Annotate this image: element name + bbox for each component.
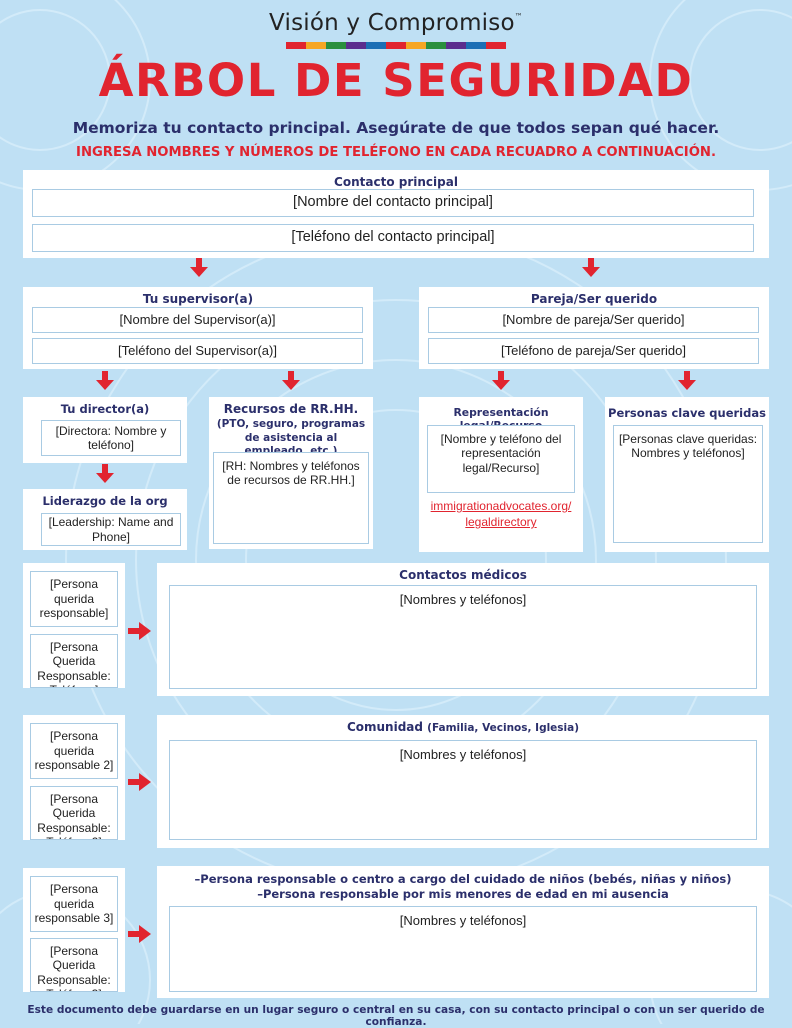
panel-childcare: –Persona responsable o centro a cargo de… bbox=[157, 866, 769, 998]
partner-name-field[interactable]: [Nombre de pareja/Ser querido] bbox=[428, 307, 759, 333]
arrow-down-icon bbox=[678, 371, 696, 390]
panel-leadership: Liderazgo de la org [Leadership: Name an… bbox=[23, 489, 187, 550]
panel-title: Recursos de RR.HH. bbox=[223, 402, 359, 416]
brand-color-segment bbox=[446, 42, 466, 49]
key-people-field[interactable]: [Personas clave queridas: Nombres y telé… bbox=[613, 425, 763, 543]
panel-legal: Representación legal/Recurso [Nombre y t… bbox=[419, 397, 583, 552]
page-subtitle: Memoriza tu contacto principal. Asegúrat… bbox=[72, 119, 720, 137]
community-field[interactable]: [Nombres y teléfonos] bbox=[169, 740, 757, 840]
supervisor-phone-field[interactable]: [Teléfono del Supervisor(a)] bbox=[32, 338, 363, 364]
panel-childcare-persons: [Persona querida responsable 3] [Persona… bbox=[23, 868, 125, 992]
director-field[interactable]: [Directora: Nombre y teléfono] bbox=[41, 420, 181, 456]
brand-color-segment bbox=[386, 42, 406, 49]
brand-color-segment bbox=[326, 42, 346, 49]
page-instruction: INGRESA NOMBRES Y NÚMEROS DE TELÉFONO EN… bbox=[76, 145, 716, 160]
childcare-person-field[interactable]: [Persona querida responsable 3] bbox=[30, 876, 118, 932]
arrow-down-icon bbox=[492, 371, 510, 390]
principal-phone-field[interactable]: [Teléfono del contacto principal] bbox=[32, 224, 754, 252]
panel-community: Comunidad (Familia, Vecinos, Iglesia) [N… bbox=[157, 715, 769, 848]
page-title: ÁRBOL DE SEGURIDAD bbox=[98, 54, 694, 107]
panel-medical-persons: [Persona querida responsable] [Persona Q… bbox=[23, 563, 125, 688]
brand-color-segment bbox=[406, 42, 426, 49]
panel-title: Liderazgo de la org bbox=[42, 494, 168, 508]
brand-color-segment bbox=[286, 42, 306, 49]
panel-director: Tu director(a) [Directora: Nombre y telé… bbox=[23, 397, 187, 463]
panel-supervisor: Tu supervisor(a) [Nombre del Supervisor(… bbox=[23, 287, 373, 369]
supervisor-name-field[interactable]: [Nombre del Supervisor(a)] bbox=[32, 307, 363, 333]
panel-title: Pareja/Ser querido bbox=[530, 292, 658, 306]
arrow-down-icon bbox=[96, 371, 114, 390]
brand-color-bar bbox=[286, 42, 506, 49]
medical-person-field[interactable]: [Persona querida responsable] bbox=[30, 571, 118, 627]
arrow-right-icon bbox=[128, 773, 151, 791]
hr-field[interactable]: [RH: Nombres y teléfonos de recursos de … bbox=[213, 452, 369, 544]
arrow-right-icon bbox=[128, 925, 151, 943]
childcare-title-line2: –Persona responsable por mis menores de … bbox=[257, 887, 669, 901]
arrow-down-icon bbox=[190, 258, 208, 277]
medical-field[interactable]: [Nombres y teléfonos] bbox=[169, 585, 757, 689]
panel-title: Contacto principal bbox=[334, 175, 458, 189]
brand-color-segment bbox=[426, 42, 446, 49]
panel-title: Tu supervisor(a) bbox=[142, 292, 254, 306]
panel-title: Comunidad (Familia, Vecinos, Iglesia) bbox=[346, 720, 580, 734]
panel-hr: Recursos de RR.HH. (PTO, seguro, program… bbox=[209, 397, 373, 549]
footer-note: Este documento debe guardarse en un luga… bbox=[27, 1004, 765, 1028]
principal-name-field[interactable]: [Nombre del contacto principal] bbox=[32, 189, 754, 217]
panel-title: Contactos médicos bbox=[399, 568, 527, 582]
leadership-field[interactable]: [Leadership: Name and Phone] bbox=[41, 513, 181, 546]
arrow-right-icon bbox=[128, 622, 151, 640]
legal-directory-link[interactable]: immigrationadvocates.org/ legaldirectory bbox=[430, 499, 572, 530]
community-person-phone-field[interactable]: [Persona Querida Responsable: Teléfono2] bbox=[30, 786, 118, 840]
brand-color-segment bbox=[466, 42, 486, 49]
arrow-down-icon bbox=[96, 464, 114, 483]
panel-medical: Contactos médicos [Nombres y teléfonos] bbox=[157, 563, 769, 696]
arrow-down-icon bbox=[582, 258, 600, 277]
brand-logo: Visión y Compromiso™ bbox=[269, 10, 523, 36]
legal-field[interactable]: [Nombre y teléfono del representación le… bbox=[427, 425, 575, 493]
partner-phone-field[interactable]: [Teléfono de pareja/Ser querido] bbox=[428, 338, 759, 364]
brand-color-segment bbox=[346, 42, 366, 49]
arrow-down-icon bbox=[282, 371, 300, 390]
panel-partner: Pareja/Ser querido [Nombre de pareja/Ser… bbox=[419, 287, 769, 369]
panel-community-persons: [Persona querida responsable 2] [Persona… bbox=[23, 715, 125, 840]
panel-title: Tu director(a) bbox=[60, 402, 150, 416]
panel-principal: Contacto principal [Nombre del contacto … bbox=[23, 170, 769, 258]
childcare-field[interactable]: [Nombres y teléfonos] bbox=[169, 906, 757, 992]
childcare-title-line1: –Persona responsable o centro a cargo de… bbox=[194, 872, 732, 886]
brand-color-segment bbox=[306, 42, 326, 49]
community-person-field[interactable]: [Persona querida responsable 2] bbox=[30, 723, 118, 779]
childcare-person-phone-field[interactable]: [Persona Querida Responsable: Teléfono3] bbox=[30, 938, 118, 992]
brand-color-segment bbox=[366, 42, 386, 49]
panel-key-people: Personas clave queridas [Personas clave … bbox=[605, 397, 769, 552]
panel-title: Personas clave queridas bbox=[608, 406, 766, 420]
medical-person-phone-field[interactable]: [Persona Querida Responsable: Teléfono] bbox=[30, 634, 118, 688]
brand-color-segment bbox=[486, 42, 506, 49]
